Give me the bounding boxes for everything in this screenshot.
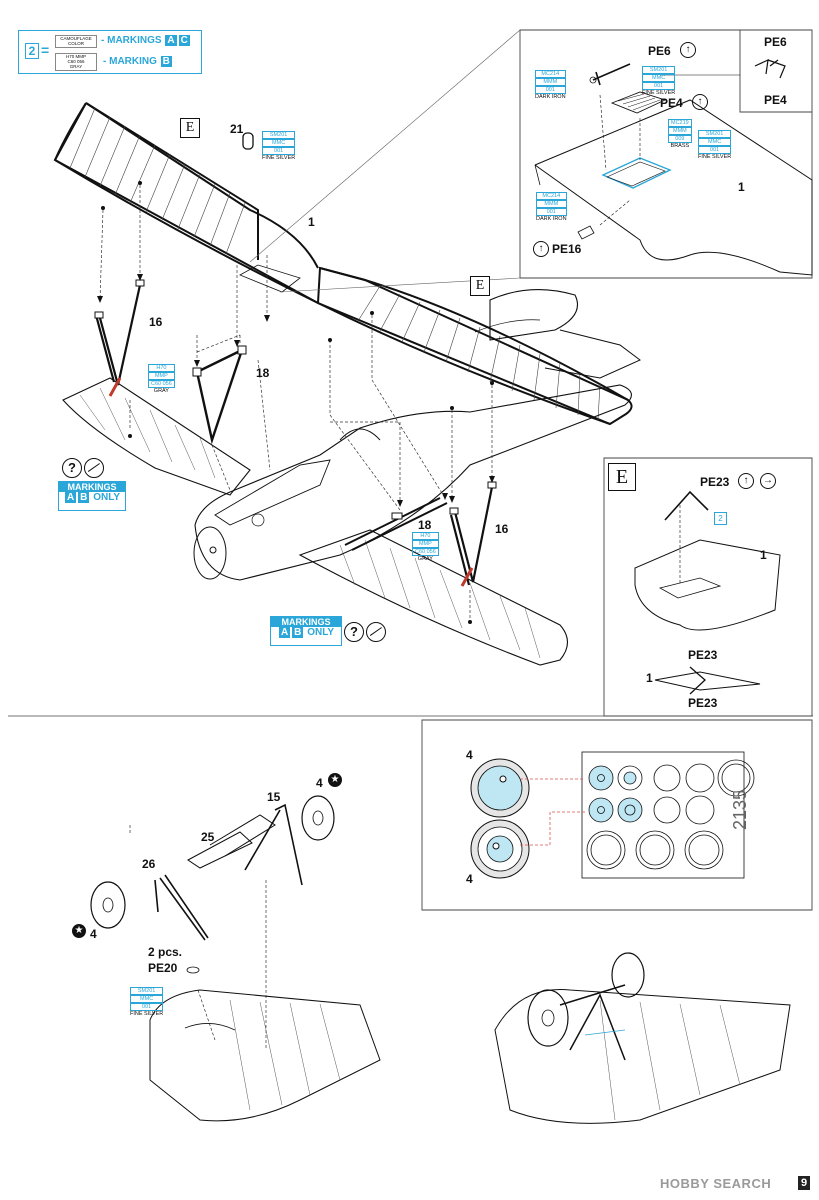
star-icon: ★ (72, 924, 86, 938)
pe6-label: PE6 (648, 44, 671, 58)
part-25: 25 (201, 830, 215, 844)
paint-mc219: MC219 MMM 009 BRASS (668, 119, 692, 149)
paint-sm201-pe20: SM201 MMC 001 FINE SILVER (130, 987, 164, 1017)
part-26: 26 (142, 857, 156, 871)
remove-icon (366, 622, 386, 642)
gray-swatch: H70 MMP C60 056 GRAY (55, 53, 97, 71)
lower-wing-right (298, 529, 569, 666)
pe23-bottom-label: PE23 (688, 696, 718, 710)
part-18-top: 18 (256, 366, 270, 380)
pe20-count: 2 pcs. (148, 945, 183, 959)
pe20-label: PE20 (148, 961, 178, 975)
part-15: 15 (267, 790, 281, 804)
callout-e-top: E (180, 118, 200, 138)
part-1-inset: 1 (738, 180, 745, 194)
paint-h70-left: H70 MMP C60 056 GRAY (148, 364, 175, 394)
part-21: 21 (230, 122, 244, 136)
paint-h70-right: H70 MMP C60 056 GRAY (412, 532, 439, 562)
legend-row2: - MARKING B (103, 56, 172, 67)
paint-sm201-pe4: SM201 MMC 001 FINE SILVER (698, 130, 732, 160)
question-icon: ? (344, 622, 364, 642)
pe16-label: PE16 (552, 242, 582, 256)
paint-ref-2: 2 (714, 512, 727, 525)
paint-mc214-pe16: MC214 MMM 001 DARK IRON (536, 192, 567, 222)
bend-arrow-icon: ↑ (738, 473, 754, 489)
legend-step-number: 2 (25, 43, 39, 59)
legend-equals: = (41, 42, 50, 58)
camouflage-swatch: CAMOUFLAGE COLOR (55, 35, 97, 48)
part-4-mask-bottom: 4 (466, 872, 473, 886)
star-icon: ★ (328, 773, 342, 787)
callout-e-inset: E (608, 463, 636, 491)
part-16-right: 16 (495, 522, 509, 536)
pe4-label: PE4 (660, 96, 683, 110)
pe23-mid-label: PE23 (688, 648, 718, 662)
part-1-e-inset: 1 (760, 548, 767, 562)
remove-icon (84, 458, 104, 478)
pe23-top-label: PE23 (700, 475, 730, 489)
part-4-wheel-left: 4 (90, 927, 97, 941)
pe4-side-label: PE4 (764, 93, 787, 107)
part-16-left: 16 (149, 315, 163, 329)
paint-sm201-pe6: SM201 MMC 001 FINE SILVER (642, 66, 676, 96)
fuselage (194, 384, 632, 581)
watermark: HOBBY SEARCH (660, 1176, 772, 1191)
bend-arrow-icon: ↑ (680, 42, 696, 58)
mask-sheet-number: 2135 (730, 789, 750, 830)
part-1-main: 1 (308, 215, 315, 229)
paint-mc214-pe6: MC214 MMM 001 DARK IRON (535, 70, 566, 100)
part-4-mask-top: 4 (466, 748, 473, 762)
bend-arrow-icon: ↑ (692, 94, 708, 110)
part-18-bottom: 18 (418, 518, 432, 532)
question-icon: ? (62, 458, 82, 478)
upper-wing (53, 102, 633, 426)
paint-sm201-top: SM201 MMC 001 FINE SILVER (262, 131, 296, 161)
page-number: 9 (798, 1176, 810, 1190)
bend-arrow-icon: ↑ (533, 241, 549, 257)
callout-e-right: E (470, 276, 490, 296)
part-1-pe23: 1 (646, 671, 653, 685)
pe6-side-label: PE6 (764, 35, 787, 49)
rotate-arrow-icon: → (760, 473, 776, 489)
part-4-wheel-right: 4 (316, 776, 323, 790)
